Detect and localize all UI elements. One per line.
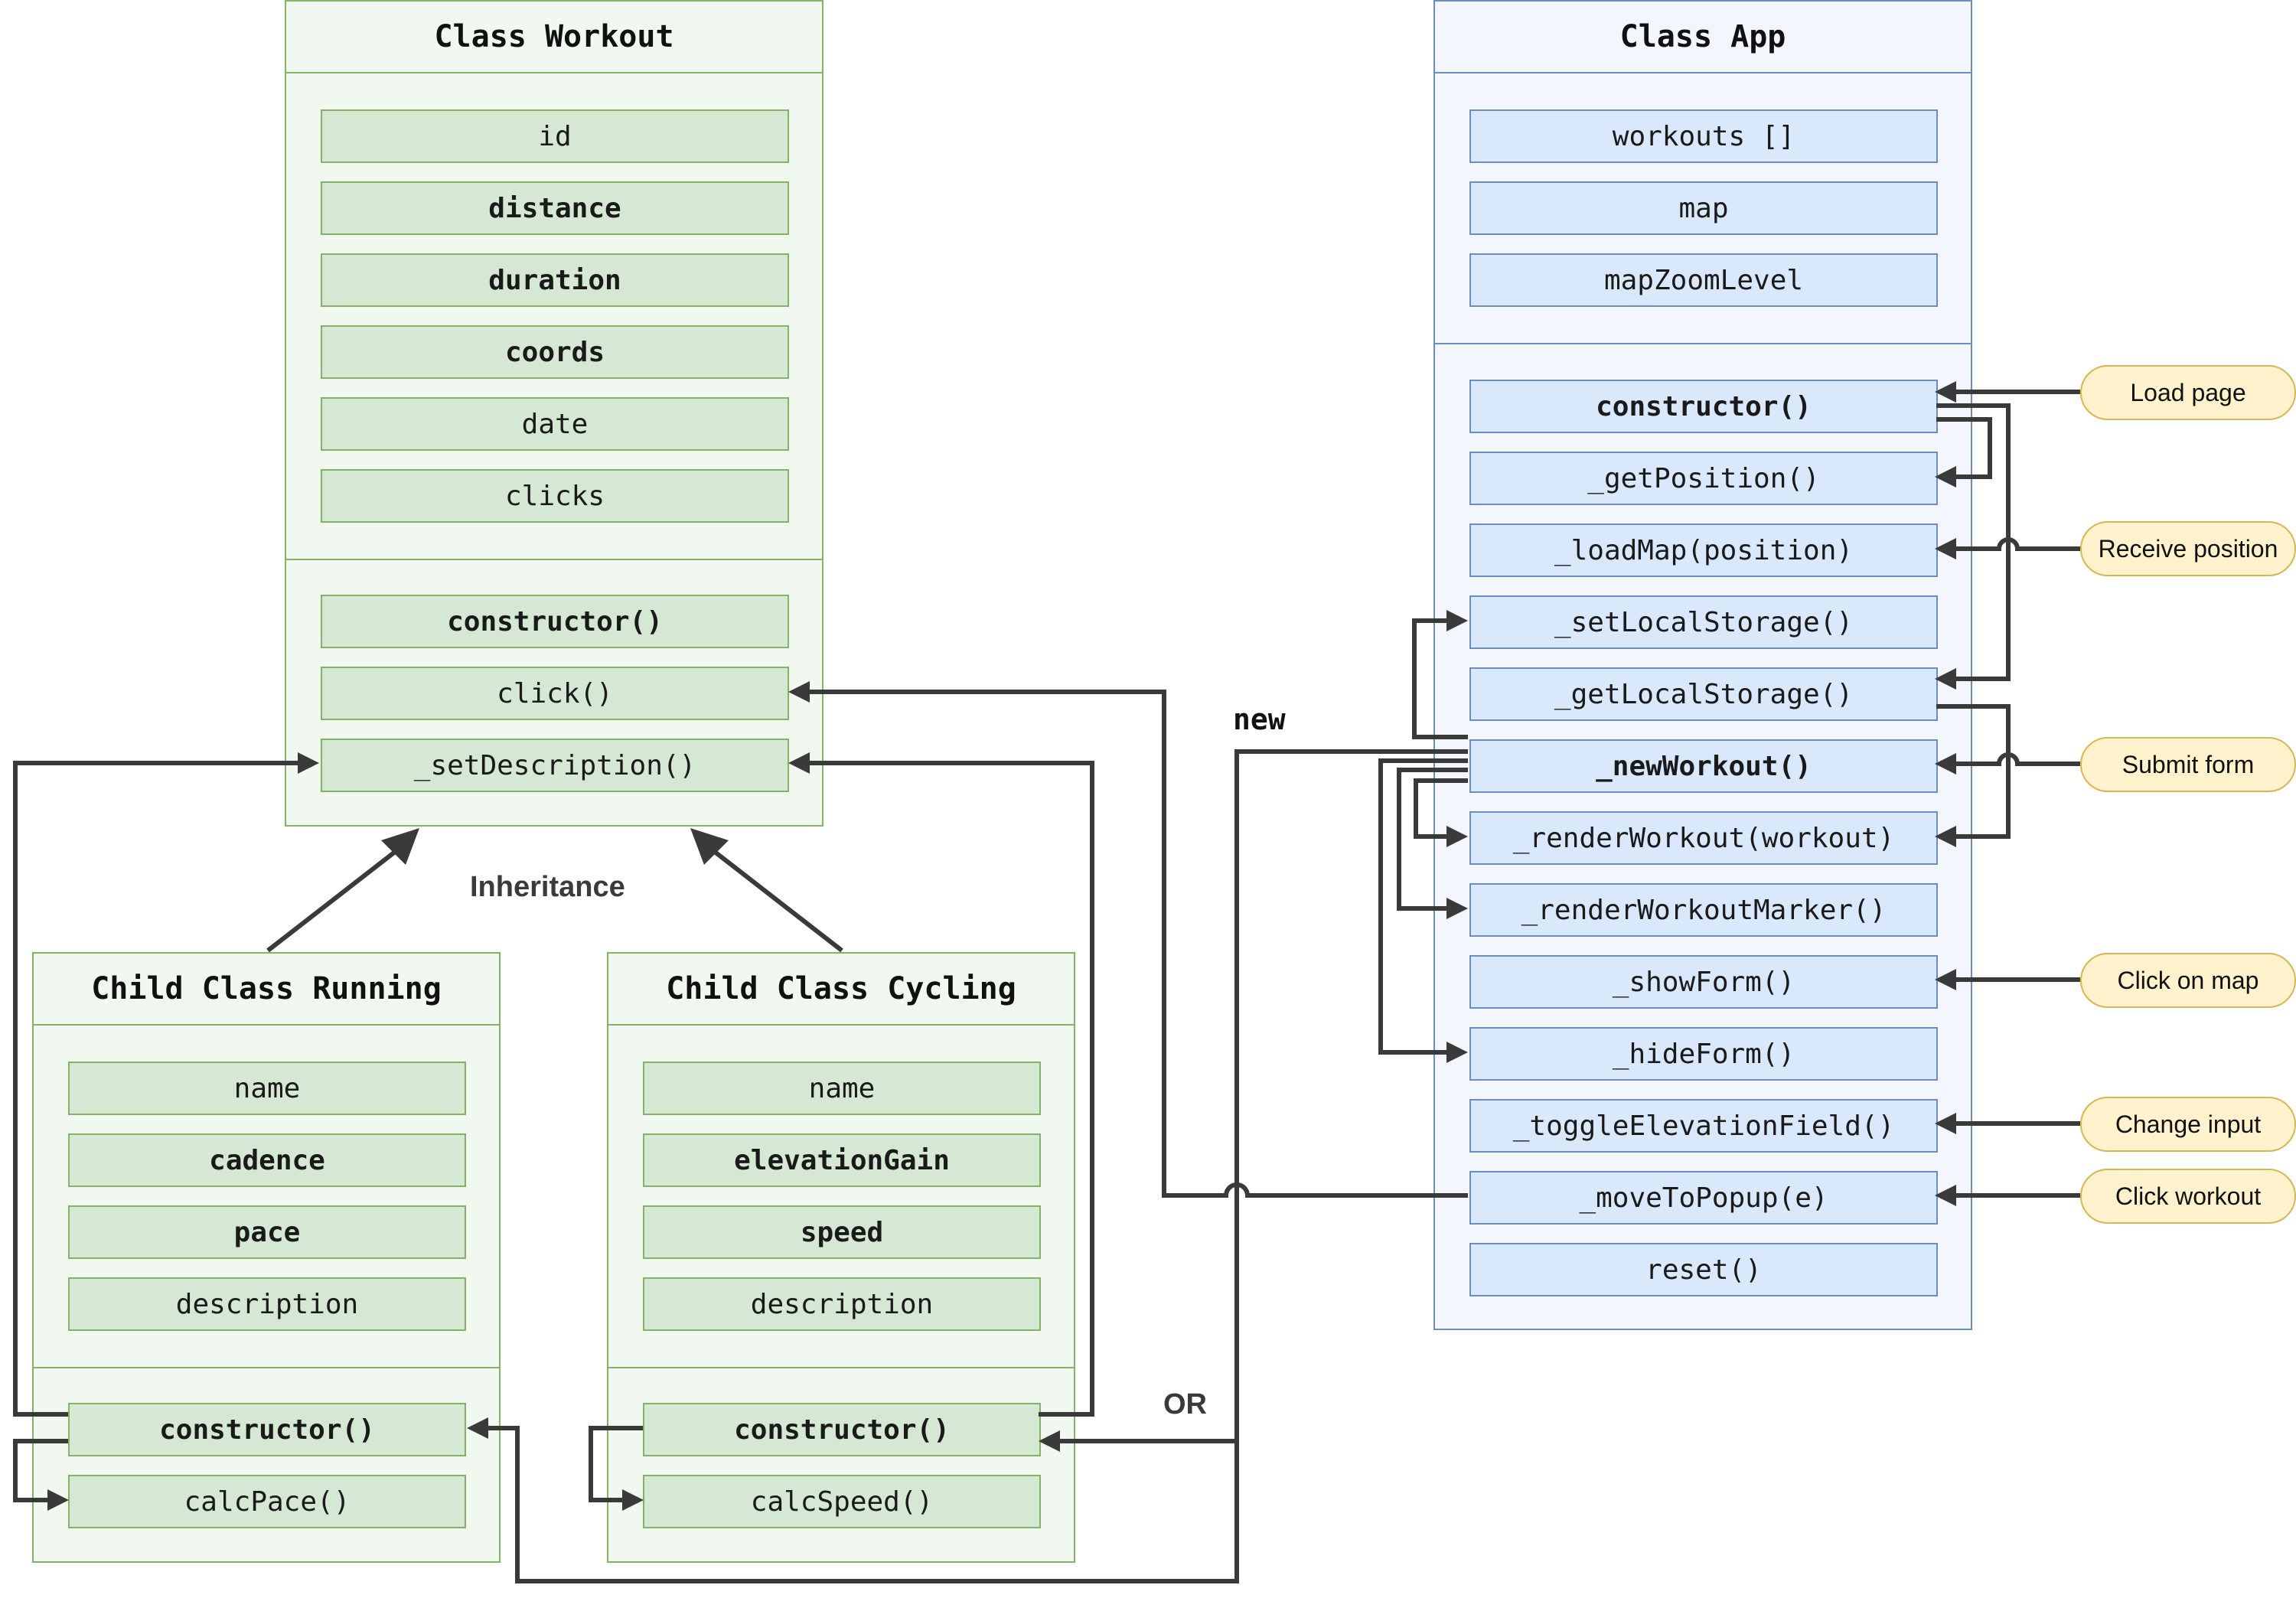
arrowhead-load-page (1935, 381, 1956, 403)
app-method-render-workout: _renderWorkout(workout) (1469, 811, 1938, 865)
app-method-toggle-elevation-field: _toggleElevationField() (1469, 1099, 1938, 1153)
wire-move-to-popup-click (807, 690, 1468, 1198)
cycling-method-constructor: constructor() (643, 1403, 1041, 1456)
arrowhead-hide-form (1446, 1042, 1468, 1063)
class-cycling: Child Class Cycling name elevationGain s… (607, 952, 1075, 1563)
cycling-field-speed: speed (643, 1205, 1041, 1259)
app-method-show-form: _showForm() (1469, 955, 1938, 1009)
arrowhead-render-from-storage (1935, 826, 1956, 847)
arrowhead-click-workout (1935, 1185, 1956, 1206)
inheritance-arrowhead-cycling (690, 828, 729, 865)
class-app: Class App workouts [] map mapZoomLevel c… (1433, 0, 1972, 1330)
class-running-title: Child Class Running (34, 954, 499, 1026)
arrowhead-new-running (467, 1417, 488, 1439)
inheritance-arrowhead-running (381, 828, 419, 865)
inheritance-arrow-running (266, 847, 400, 953)
wire-ctor-get-local-storage (1936, 403, 2011, 681)
wire-get-local-storage-render (1936, 704, 2011, 839)
wire-ctor-get-position (1936, 417, 1992, 479)
class-workout: Class Workout id distance duration coord… (285, 0, 823, 827)
arrowhead-get-local-storage (1935, 668, 1956, 690)
wire-submit-form (1953, 752, 2080, 766)
app-method-constructor: constructor() (1469, 380, 1938, 433)
running-method-calc-pace: calcPace() (68, 1475, 466, 1528)
arrowhead-render-workout (1446, 826, 1468, 847)
event-receive-position: Receive position (2080, 521, 2296, 576)
class-running-divider (34, 1367, 499, 1368)
workout-field-id: id (321, 109, 789, 163)
wire-cycling-ctor-calc-speed (589, 1426, 643, 1502)
wire-receive-position (1953, 537, 2080, 551)
workout-field-duration: duration (321, 253, 789, 307)
app-method-hide-form: _hideForm() (1469, 1027, 1938, 1081)
workout-method-click: click() (321, 667, 789, 720)
wire-new-workout-set-local-storage (1412, 618, 1468, 739)
workout-field-date: date (321, 397, 789, 451)
app-field-workouts: workouts [] (1469, 109, 1938, 163)
wire-running-ctor-set-description (13, 761, 302, 1417)
class-app-title: Class App (1435, 2, 1971, 73)
app-field-map: map (1469, 181, 1938, 235)
arrowhead-get-position (1935, 466, 1956, 488)
workout-field-coords: coords (321, 325, 789, 379)
class-workout-divider (286, 559, 822, 560)
event-load-page: Load page (2080, 365, 2296, 420)
app-method-new-workout: _newWorkout() (1469, 739, 1938, 793)
event-submit-form: Submit form (2080, 737, 2296, 792)
arrowhead-set-local-storage (1446, 610, 1468, 631)
app-method-get-local-storage: _getLocalStorage() (1469, 667, 1938, 721)
workout-field-distance: distance (321, 181, 789, 235)
event-click-on-map: Click on map (2080, 953, 2296, 1008)
class-cycling-divider (608, 1367, 1074, 1368)
running-field-name: name (68, 1062, 466, 1115)
arrowhead-click-on-map (1935, 969, 1956, 990)
running-field-description: description (68, 1277, 466, 1331)
arrowhead-change-input (1935, 1113, 1956, 1134)
arrowhead-render-marker (1446, 898, 1468, 919)
app-method-render-workout-marker: _renderWorkoutMarker() (1469, 883, 1938, 937)
wire-new-workout-hide-form (1378, 758, 1468, 1055)
app-field-map-zoom-level: mapZoomLevel (1469, 253, 1938, 307)
cycling-field-elevation-gain: elevationGain (643, 1133, 1041, 1187)
cycling-method-calc-speed: calcSpeed() (643, 1475, 1041, 1528)
arrowhead-new-cycling (1039, 1430, 1060, 1452)
workout-method-set-description: _setDescription() (321, 739, 789, 792)
app-method-load-map: _loadMap(position) (1469, 523, 1938, 577)
cycling-field-name: name (643, 1062, 1041, 1115)
wire-new-workout-children (485, 749, 1468, 1583)
wire-cycling-ctor-set-description (807, 761, 1094, 1417)
event-click-workout: Click workout (2080, 1169, 2296, 1224)
running-field-cadence: cadence (68, 1133, 466, 1187)
app-method-move-to-popup: _moveToPopup(e) (1469, 1171, 1938, 1225)
app-method-get-position: _getPosition() (1469, 452, 1938, 505)
label-or: OR (1163, 1388, 1207, 1420)
workout-method-constructor: constructor() (321, 595, 789, 648)
arrowhead-receive-position (1935, 538, 1956, 559)
running-field-pace: pace (68, 1205, 466, 1259)
class-running: Child Class Running name cadence pace de… (32, 952, 501, 1563)
wire-new-workout-render-marker (1397, 768, 1468, 911)
label-new: new (1233, 703, 1286, 736)
label-inheritance: Inheritance (470, 871, 625, 903)
wire-running-ctor-calc-pace (13, 1439, 68, 1502)
arrowhead-click (788, 681, 810, 703)
app-method-reset: reset() (1469, 1243, 1938, 1296)
class-app-divider (1435, 343, 1971, 344)
arrowhead-cycling-calc-speed (622, 1489, 644, 1511)
workout-field-clicks: clicks (321, 469, 789, 523)
arrowhead-submit-form (1935, 753, 1956, 775)
arrowhead-cycling-set-description (788, 752, 810, 774)
arrowhead-running-calc-pace (47, 1489, 69, 1511)
running-method-constructor: constructor() (68, 1403, 466, 1456)
class-workout-title: Class Workout (286, 2, 822, 73)
wire-new-workout-render-workout (1414, 778, 1468, 839)
class-cycling-title: Child Class Cycling (608, 954, 1074, 1026)
app-method-set-local-storage: _setLocalStorage() (1469, 595, 1938, 649)
inheritance-arrow-cycling (710, 847, 843, 953)
cycling-field-description: description (643, 1277, 1041, 1331)
arrowhead-running-set-description (298, 752, 319, 774)
event-change-input: Change input (2080, 1097, 2296, 1152)
